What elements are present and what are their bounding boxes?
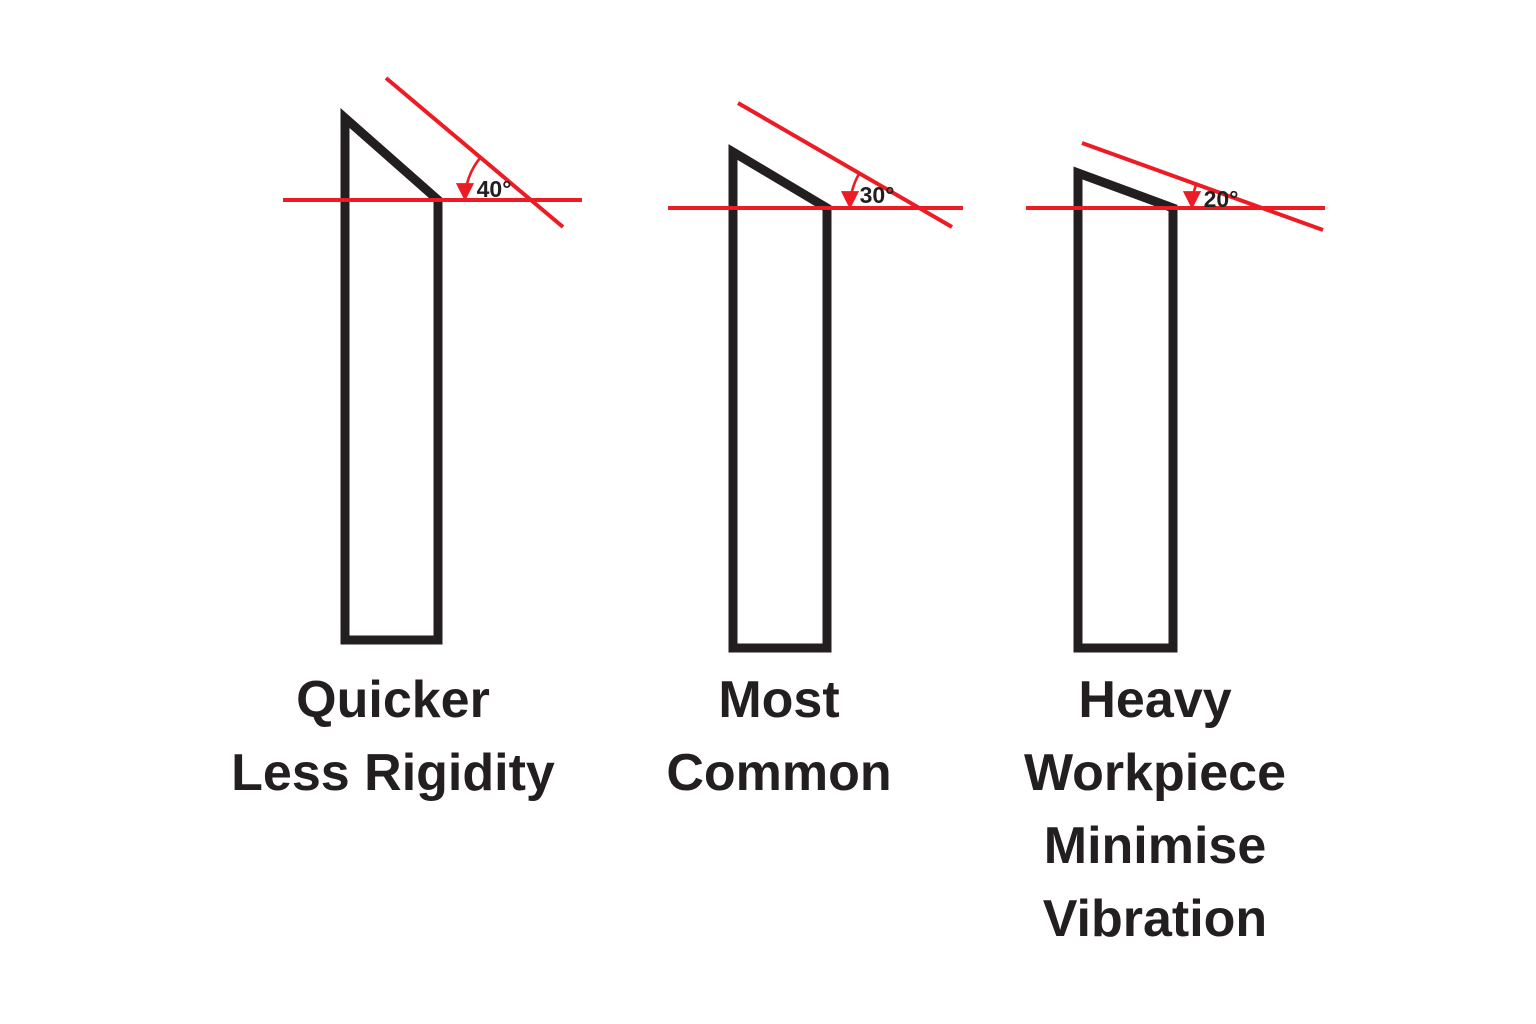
caption-line: Quicker bbox=[296, 671, 490, 729]
tool-30-angle-label: 30° bbox=[860, 182, 895, 208]
tool-40-angle-label: 40° bbox=[477, 176, 512, 202]
tool-30-outline bbox=[728, 144, 832, 653]
tool-20-degree-group: 20° bbox=[1026, 141, 1325, 653]
tool-20-angle-label: 20° bbox=[1204, 186, 1239, 212]
caption-line: Common bbox=[666, 744, 892, 802]
tool-20-face-extension-line bbox=[1081, 141, 1324, 232]
tool-20-angle-arc-arrow bbox=[1182, 183, 1202, 210]
tool-40-face-extension-line bbox=[384, 76, 565, 229]
caption-20-degree: Heavy Workpiece Minimise Vibration bbox=[845, 664, 1465, 956]
tool-40-outline bbox=[340, 108, 443, 645]
tool-30-degree-group: 30° bbox=[668, 101, 963, 653]
caption-line: Most bbox=[718, 671, 840, 729]
caption-line: Heavy bbox=[1078, 671, 1232, 729]
tool-40-degree-group: 40° bbox=[283, 76, 582, 645]
caption-line: Vibration bbox=[1042, 890, 1268, 948]
caption-line: Workpiece bbox=[1023, 744, 1287, 802]
caption-line: Less Rigidity bbox=[231, 744, 555, 802]
caption-40-degree: Quicker Less Rigidity bbox=[83, 664, 703, 810]
tool-20-outline bbox=[1073, 166, 1178, 653]
caption-line: Minimise bbox=[1043, 817, 1267, 875]
tool-30-angle-arc-arrow bbox=[840, 172, 861, 210]
tool-30-face-extension-line bbox=[736, 101, 954, 229]
caption-30-degree: Most Common bbox=[469, 664, 1089, 810]
tool-40-angle-arc-arrow bbox=[455, 156, 482, 202]
